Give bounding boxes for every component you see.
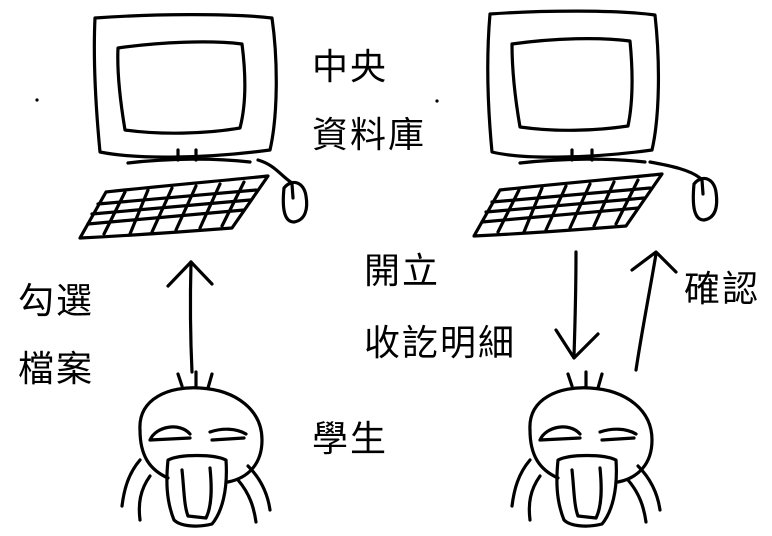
keyboard-left-icon [78,174,270,240]
computer-right [472,9,719,238]
arrow-up-right-icon [630,250,678,372]
mouse-right-icon [691,176,719,222]
arrow-up-left-icon [166,260,214,374]
label-select-line2: 檔案 [18,349,95,390]
mouse-left-icon [281,180,309,224]
label-confirm: 確認 [684,269,761,310]
label-student: 學生 [312,419,389,460]
arrow-down-icon [554,250,600,360]
computer-left [78,13,309,240]
student-right-icon [510,370,662,528]
keyboard-right-icon [472,172,664,238]
student-left-icon [120,370,272,528]
label-issue-line2: 收訖明細 [364,323,517,364]
label-database-line1: 中央 [312,47,389,88]
label-select-line1: 勾選 [18,281,95,322]
label-database-line2: 資料庫 [312,115,427,156]
label-issue-line1: 開立 [364,251,441,292]
